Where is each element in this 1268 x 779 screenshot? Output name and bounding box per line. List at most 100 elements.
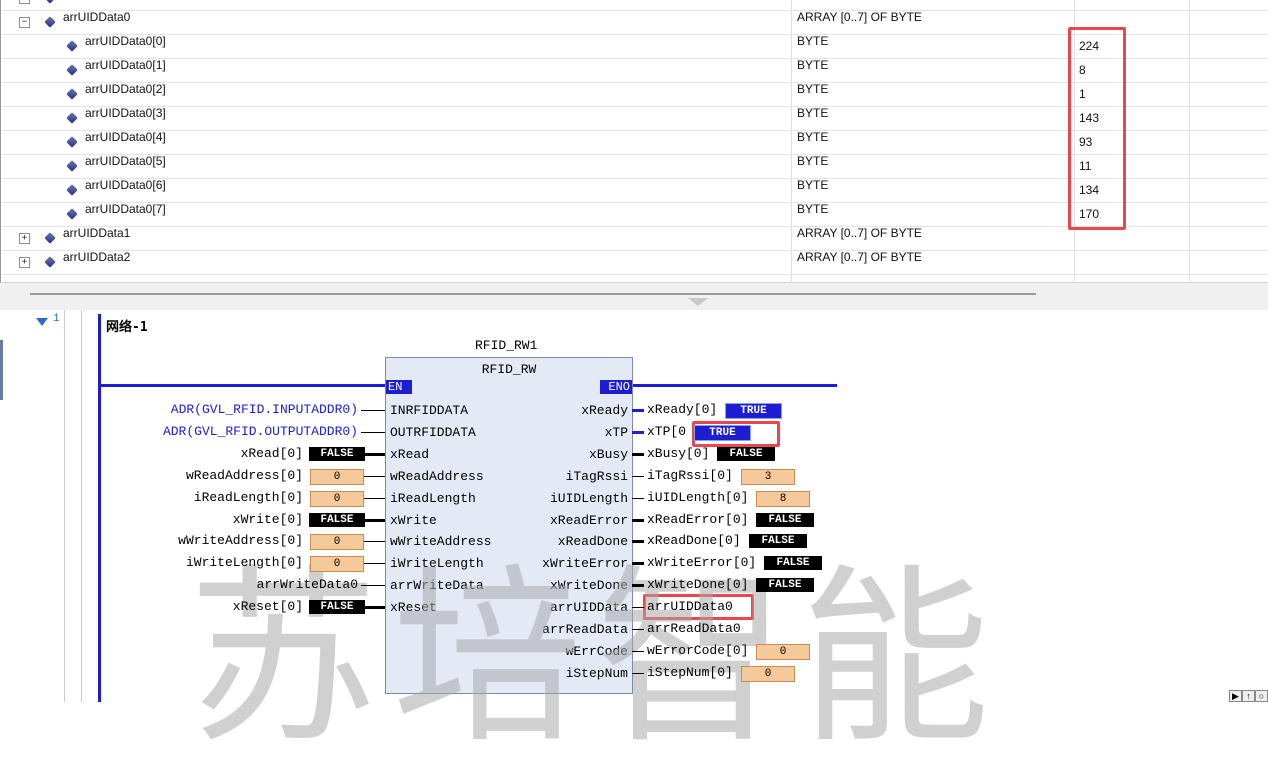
input-argument[interactable]: ADR(GVL_RFID.INPUTADDR0) [170,402,358,417]
input-pin[interactable]: xReset [390,600,437,616]
output-argument[interactable]: iUIDLength[0] [647,489,749,505]
watch-row[interactable]: arrUIDData0[2] BYTE 1 [1,82,1268,107]
output-argument[interactable]: xTP[0 [647,423,687,439]
fbd-editor[interactable]: 1 网络-1 RFID_RW1 RFID_RW EN ENO INRFIDDAT… [0,310,1268,769]
output-pin[interactable]: xReadDone [557,534,628,550]
input-value-badge[interactable]: 0 [310,556,364,573]
input-pin[interactable]: arrWriteData [390,578,484,594]
input-argument[interactable]: arrWriteData0 [256,577,358,593]
column-divider[interactable] [791,0,792,285]
output-argument[interactable]: xReady[0] [647,402,718,417]
en-pin[interactable]: EN [386,380,412,394]
output-pin[interactable]: xTP [604,424,628,440]
expand-icon[interactable]: + [19,0,30,4]
output-pin[interactable]: arrReadData [542,622,628,637]
input-pin[interactable]: wReadAddress [390,468,484,484]
input-pin[interactable]: xRead [390,446,430,462]
watch-row[interactable]: arrUIDData0[5] BYTE 11 [1,154,1268,179]
output-pin[interactable]: xReadError [549,512,628,528]
input-value-badge[interactable]: FALSE [309,600,365,615]
output-argument[interactable]: arrReadData0 [647,621,741,636]
output-pin[interactable]: iTagRssi [565,468,628,484]
watch-row[interactable]: + arrUIDData1 ARRAY [0..7] OF BYTE [1,226,1268,251]
expand-icon[interactable]: + [19,233,30,244]
column-divider[interactable] [1074,0,1075,285]
variable-value[interactable]: 93 [1079,135,1093,149]
input-argument[interactable]: iWriteLength[0] [185,555,303,571]
watch-row[interactable]: arrUIDData0[6] BYTE 134 [1,178,1268,203]
output-pin[interactable]: wErrCode [565,643,628,659]
expand-icon[interactable]: + [19,257,30,268]
column-divider[interactable] [1189,0,1190,285]
output-value-badge[interactable]: 0 [756,643,810,660]
variable-value[interactable]: 143 [1079,111,1100,125]
output-argument[interactable]: iStepNum[0] [647,664,733,680]
variable-value[interactable]: 8 [1079,63,1086,77]
output-value-badge[interactable]: 3 [741,468,795,485]
output-pin[interactable]: xWriteError [542,556,628,572]
output-value-badge[interactable]: 0 [741,665,795,682]
input-value-badge[interactable]: 0 [310,534,364,551]
output-pin[interactable]: xReady [581,403,628,418]
output-value-badge[interactable]: TRUE [694,424,751,441]
input-argument[interactable]: ADR(GVL_RFID.OUTPUTADDR0) [162,423,358,439]
input-pin[interactable]: xWrite [390,512,437,528]
output-value-badge[interactable]: TRUE [725,403,782,419]
up-icon[interactable]: ↑ [1242,690,1255,702]
variable-value[interactable]: 134 [1079,183,1100,197]
output-pin[interactable]: xBusy [588,446,628,462]
network-title[interactable]: 网络-1 [106,320,148,335]
play-icon[interactable]: ▶ [1229,690,1242,702]
watch-row[interactable]: arrUIDData0[1] BYTE 8 [1,58,1268,83]
input-pin[interactable]: OUTRFIDDATA [390,424,476,440]
output-pin[interactable]: xWriteDone [549,578,628,594]
input-pin[interactable]: wWriteAddress [390,534,492,550]
input-value-badge[interactable]: FALSE [309,512,365,527]
output-value-badge[interactable]: FALSE [764,556,822,571]
output-argument[interactable]: wErrorCode[0] [647,642,749,658]
watch-row[interactable]: arrUIDData0[4] BYTE 93 [1,130,1268,155]
collapse-network-icon[interactable] [36,318,48,326]
input-argument[interactable]: xRead[0] [240,445,303,461]
eno-pin[interactable]: ENO [600,380,632,394]
watch-row[interactable]: + arrUIDData2 ARRAY [0..7] OF BYTE [1,250,1268,275]
output-argument[interactable]: xWriteDone[0] [647,577,749,593]
splitter-grip[interactable] [30,293,1036,295]
watch-row[interactable]: − arrUIDData0 ARRAY [0..7] OF BYTE [1,10,1268,35]
output-argument[interactable]: xReadDone[0] [647,533,741,549]
output-value-badge[interactable]: FALSE [749,534,807,549]
output-argument[interactable]: iTagRssi[0] [647,467,733,483]
variable-value[interactable]: 1 [1079,87,1086,101]
collapse-icon[interactable]: − [19,17,30,28]
output-argument[interactable]: xBusy[0] [647,445,710,461]
watch-row[interactable]: + arrReadData0 ARRAY [0..1999] OF BYTE [1,0,1268,11]
input-argument[interactable]: iReadLength[0] [193,489,303,505]
splitter-arrow-icon[interactable] [688,298,708,306]
output-argument[interactable]: xWriteError[0] [647,555,757,571]
watch-row[interactable]: arrUIDData0[7] BYTE 170 [1,202,1268,227]
output-value-badge[interactable]: FALSE [756,578,814,593]
output-value-badge[interactable]: 8 [756,490,810,507]
fb-instance-name[interactable]: RFID_RW1 [475,338,538,353]
output-argument[interactable]: xReadError[0] [647,511,749,527]
input-value-badge[interactable]: FALSE [309,446,365,461]
variable-value[interactable]: 170 [1079,207,1100,221]
input-value-badge[interactable]: 0 [310,490,364,507]
output-value-badge[interactable]: FALSE [756,512,814,527]
input-pin[interactable]: iWriteLength [390,556,484,572]
input-argument[interactable]: xWrite[0] [232,511,303,527]
input-value-badge[interactable]: 0 [310,468,364,485]
variable-value[interactable]: 224 [1079,39,1100,53]
watch-row[interactable]: arrUIDData0[3] BYTE 143 [1,106,1268,131]
input-argument[interactable]: wReadAddress[0] [185,467,303,483]
input-pin[interactable]: INRFIDDATA [390,403,469,418]
output-pin[interactable]: iStepNum [565,665,628,681]
input-pin[interactable]: iReadLength [390,490,476,506]
variable-value[interactable]: 11 [1079,159,1092,173]
output-pin[interactable]: arrUIDData [549,600,628,616]
output-argument[interactable]: arrUIDData0 [647,599,733,615]
output-value-badge[interactable]: FALSE [717,446,775,461]
pane-splitter[interactable] [0,282,1268,312]
output-pin[interactable]: iUIDLength [549,490,628,506]
